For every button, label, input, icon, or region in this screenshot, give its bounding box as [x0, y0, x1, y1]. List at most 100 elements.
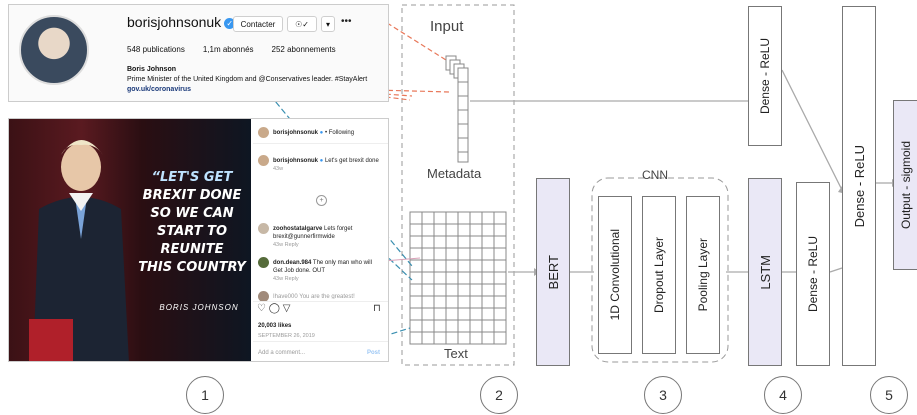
chevron-down-icon: ▾ [325, 19, 330, 29]
dense-relu-mid-block: Dense - ReLU [796, 182, 830, 366]
slogan-line-6: this country [138, 260, 246, 275]
follow-status[interactable]: Following [328, 130, 355, 136]
caption-time: 43w [273, 166, 284, 172]
input-label: Input [430, 18, 464, 35]
cnn-title: CNN [642, 168, 668, 182]
profile-website-link[interactable]: gov.uk/coronavirus [127, 86, 192, 93]
comment1-avatar[interactable] [258, 223, 269, 234]
person-check-icon: ☉✓ [295, 19, 309, 29]
profile-stats: 548 publications 1,1m abonnés 252 abonneme… [127, 45, 354, 54]
dense-relu-big-label: Dense - ReLU [851, 144, 867, 228]
step-1-marker: 1 [186, 376, 224, 414]
posts-count: 548 publications [127, 45, 185, 54]
slogan-line-1: “Let's get [151, 170, 233, 185]
slogan-line-5: reunite [160, 242, 224, 257]
verified-badge-icon: ● [319, 158, 324, 164]
network-arrows [470, 69, 892, 273]
input-dashed-box [401, 4, 515, 366]
caption-avatar[interactable] [258, 155, 269, 166]
comment1-username[interactable]: zoohostatalgarve [273, 226, 323, 232]
comment-3: Ihave000 You are the greatest! [273, 294, 355, 299]
bio-text: Prime Minister of the United Kingdom and… [127, 76, 368, 83]
lstm-label: LSTM [757, 254, 773, 290]
dense-relu-top-block: Dense - ReLU [748, 6, 782, 146]
post-comment-button[interactable]: Post [367, 350, 381, 356]
caption-text: Let's get brexit done [324, 158, 379, 164]
text-label: Text [444, 346, 468, 361]
comment1-meta[interactable]: 43w Reply [273, 242, 299, 248]
verified-badge-icon: ✓ [224, 18, 236, 29]
follow-status-button[interactable]: ☉✓ [287, 16, 317, 32]
post-sidebar: borisjohnsonuk ● • Following borisjohnso… [253, 119, 388, 361]
caption: borisjohnsonuk ● Let's get brexit done 4… [273, 157, 383, 173]
comment2-avatar[interactable] [258, 257, 269, 268]
following-count[interactable]: 252 abonnements [271, 45, 336, 54]
post-signature: BORIS JOHNSON [159, 303, 239, 312]
comment2-meta[interactable]: 43w Reply [273, 276, 299, 282]
instagram-post-card: “Let's get Brexit done so we can start t… [8, 118, 389, 362]
comment2-text: The only man who will Get Job done. OUT [273, 260, 372, 274]
comment-1: zoohostatalgarve Lets forget brexit@gunn… [273, 225, 383, 249]
followers-count[interactable]: 1,1m abonnés [202, 45, 254, 54]
likes-count[interactable]: 20,003 likes [258, 323, 292, 329]
metadata-vector [445, 55, 469, 163]
comment3-avatar[interactable] [258, 291, 269, 302]
post-photo: “Let's get Brexit done so we can start t… [9, 119, 251, 361]
conv1d-label: 1D Convolutional [608, 229, 622, 321]
person-illustration [29, 140, 129, 361]
comment-icon[interactable]: ◯ [268, 303, 280, 314]
dropout-label: Dropout Layer [652, 236, 666, 314]
output-block: Output - sigmoid [893, 100, 917, 270]
display-name: Boris Johnson [127, 66, 177, 73]
post-actions: ♡ ◯ ▽ [257, 303, 291, 314]
comment-2: don.dean.984 The only man who will Get J… [273, 259, 383, 283]
comment2-username[interactable]: don.dean.984 [273, 260, 312, 266]
step-2-marker: 2 [480, 376, 518, 414]
step-3-marker: 3 [644, 376, 682, 414]
conv1d-block: 1D Convolutional [598, 196, 632, 354]
text-grid [409, 211, 507, 345]
bookmark-icon[interactable]: ⊓ [373, 303, 381, 314]
post-header: borisjohnsonuk ● • Following [273, 130, 355, 136]
slogan-line-2: Brexit done [142, 188, 242, 203]
divider [253, 143, 388, 144]
heart-icon[interactable]: ♡ [257, 303, 266, 314]
step-5-marker: 5 [870, 376, 908, 414]
divider [253, 341, 388, 342]
share-icon[interactable]: ▽ [282, 303, 291, 314]
divider [253, 301, 388, 302]
output-label: Output - sigmoid [898, 140, 913, 230]
profile-bio: Boris Johnson Prime Minister of the Unit… [127, 65, 367, 95]
lstm-block: LSTM [748, 178, 782, 366]
step-4-marker: 4 [764, 376, 802, 414]
pooling-block: Pooling Layer [686, 196, 720, 354]
bert-block: BERT [536, 178, 570, 366]
add-comment-input[interactable]: Add a comment... [258, 350, 306, 356]
contact-button[interactable]: Contacter [233, 16, 283, 32]
comment1-text: Lets forget brexit@gunnerfirmwide [273, 226, 353, 240]
slogan-line-3: so we can [150, 206, 234, 221]
profile-avatar [19, 15, 89, 85]
post-date: SEPTEMBER 26, 2019 [258, 333, 315, 339]
header-username[interactable]: borisjohnsonuk [273, 130, 318, 136]
load-more-comments-icon[interactable]: + [316, 195, 327, 206]
caption-username[interactable]: borisjohnsonuk [273, 158, 318, 164]
bert-label: BERT [545, 254, 561, 290]
more-options-icon[interactable]: ••• [341, 16, 352, 27]
metadata-label: Metadata [427, 166, 482, 181]
dropout-block: Dropout Layer [642, 196, 676, 354]
instagram-profile-card: borisjohnsonuk✓ Contacter ☉✓ ▾ ••• 548 p… [8, 4, 389, 102]
dense-relu-top-label: Dense - ReLU [758, 37, 772, 115]
post-slogan: “Let's get Brexit done so we can start t… [137, 169, 247, 277]
pooling-label: Pooling Layer [696, 238, 710, 312]
verified-badge-icon: ● [319, 130, 324, 136]
dropdown-button[interactable]: ▾ [321, 16, 335, 32]
cnn-dashed-box [591, 177, 729, 363]
dense-relu-mid-label: Dense - ReLU [806, 235, 820, 313]
slogan-line-4: start to [156, 224, 228, 239]
profile-username: borisjohnsonuk✓ [127, 14, 236, 30]
dense-relu-big-block: Dense - ReLU [842, 6, 876, 366]
header-avatar[interactable] [258, 127, 269, 138]
